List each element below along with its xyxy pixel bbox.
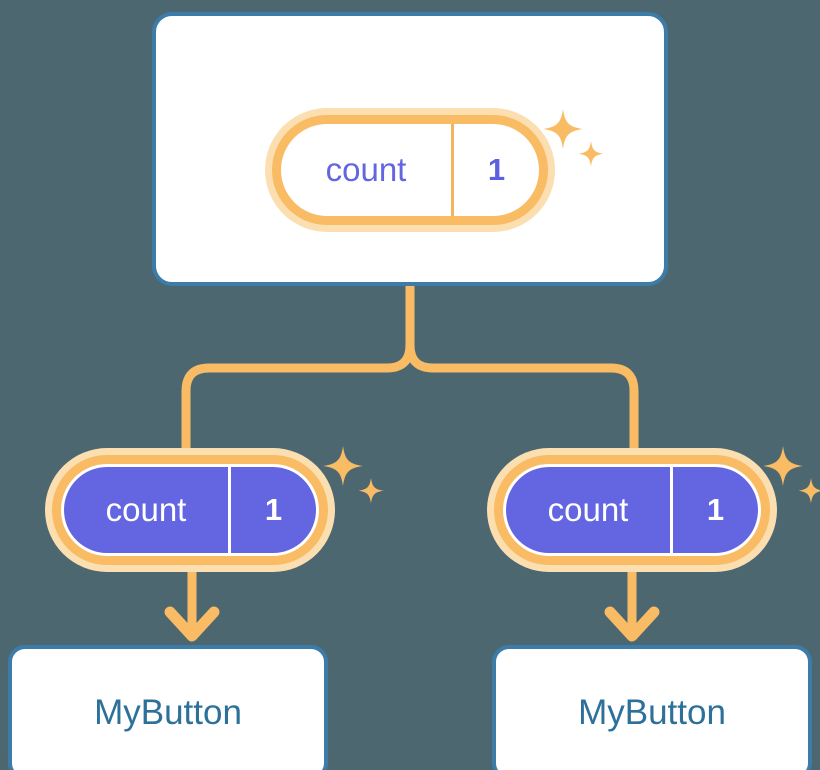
state-value: 1 [228, 467, 316, 553]
connector-root-to-right [405, 281, 639, 460]
state-pill-child-right[interactable]: count 1 [487, 448, 777, 572]
state-value: 1 [451, 124, 539, 216]
state-pill-ring: count 1 [272, 115, 548, 225]
state-key: count [105, 491, 187, 528]
state-pill-body: count 1 [61, 464, 319, 556]
state-pill-body: count 1 [281, 124, 539, 216]
component-title-mybutton: MyButton [94, 693, 242, 732]
state-pill-child-left[interactable]: count 1 [45, 448, 335, 572]
component-title-mybutton: MyButton [578, 693, 726, 732]
connector-root-to-left [181, 281, 415, 460]
state-pill-halo: count 1 [265, 108, 555, 232]
state-pill-halo: count 1 [45, 448, 335, 572]
state-pill-ring: count 1 [52, 455, 328, 565]
arrow-down-left [164, 567, 220, 642]
state-pill-ring: count 1 [494, 455, 770, 565]
component-card-mybutton-right[interactable]: MyButton [492, 645, 812, 770]
state-pill-body: count 1 [503, 464, 761, 556]
state-value: 1 [670, 467, 758, 553]
state-pill-halo: count 1 [487, 448, 777, 572]
state-pill-myapp[interactable]: count 1 [265, 108, 555, 232]
arrow-down-right [604, 567, 660, 642]
state-key: count [547, 491, 629, 528]
component-card-mybutton-left[interactable]: MyButton [8, 645, 328, 770]
state-key: count [325, 151, 407, 188]
